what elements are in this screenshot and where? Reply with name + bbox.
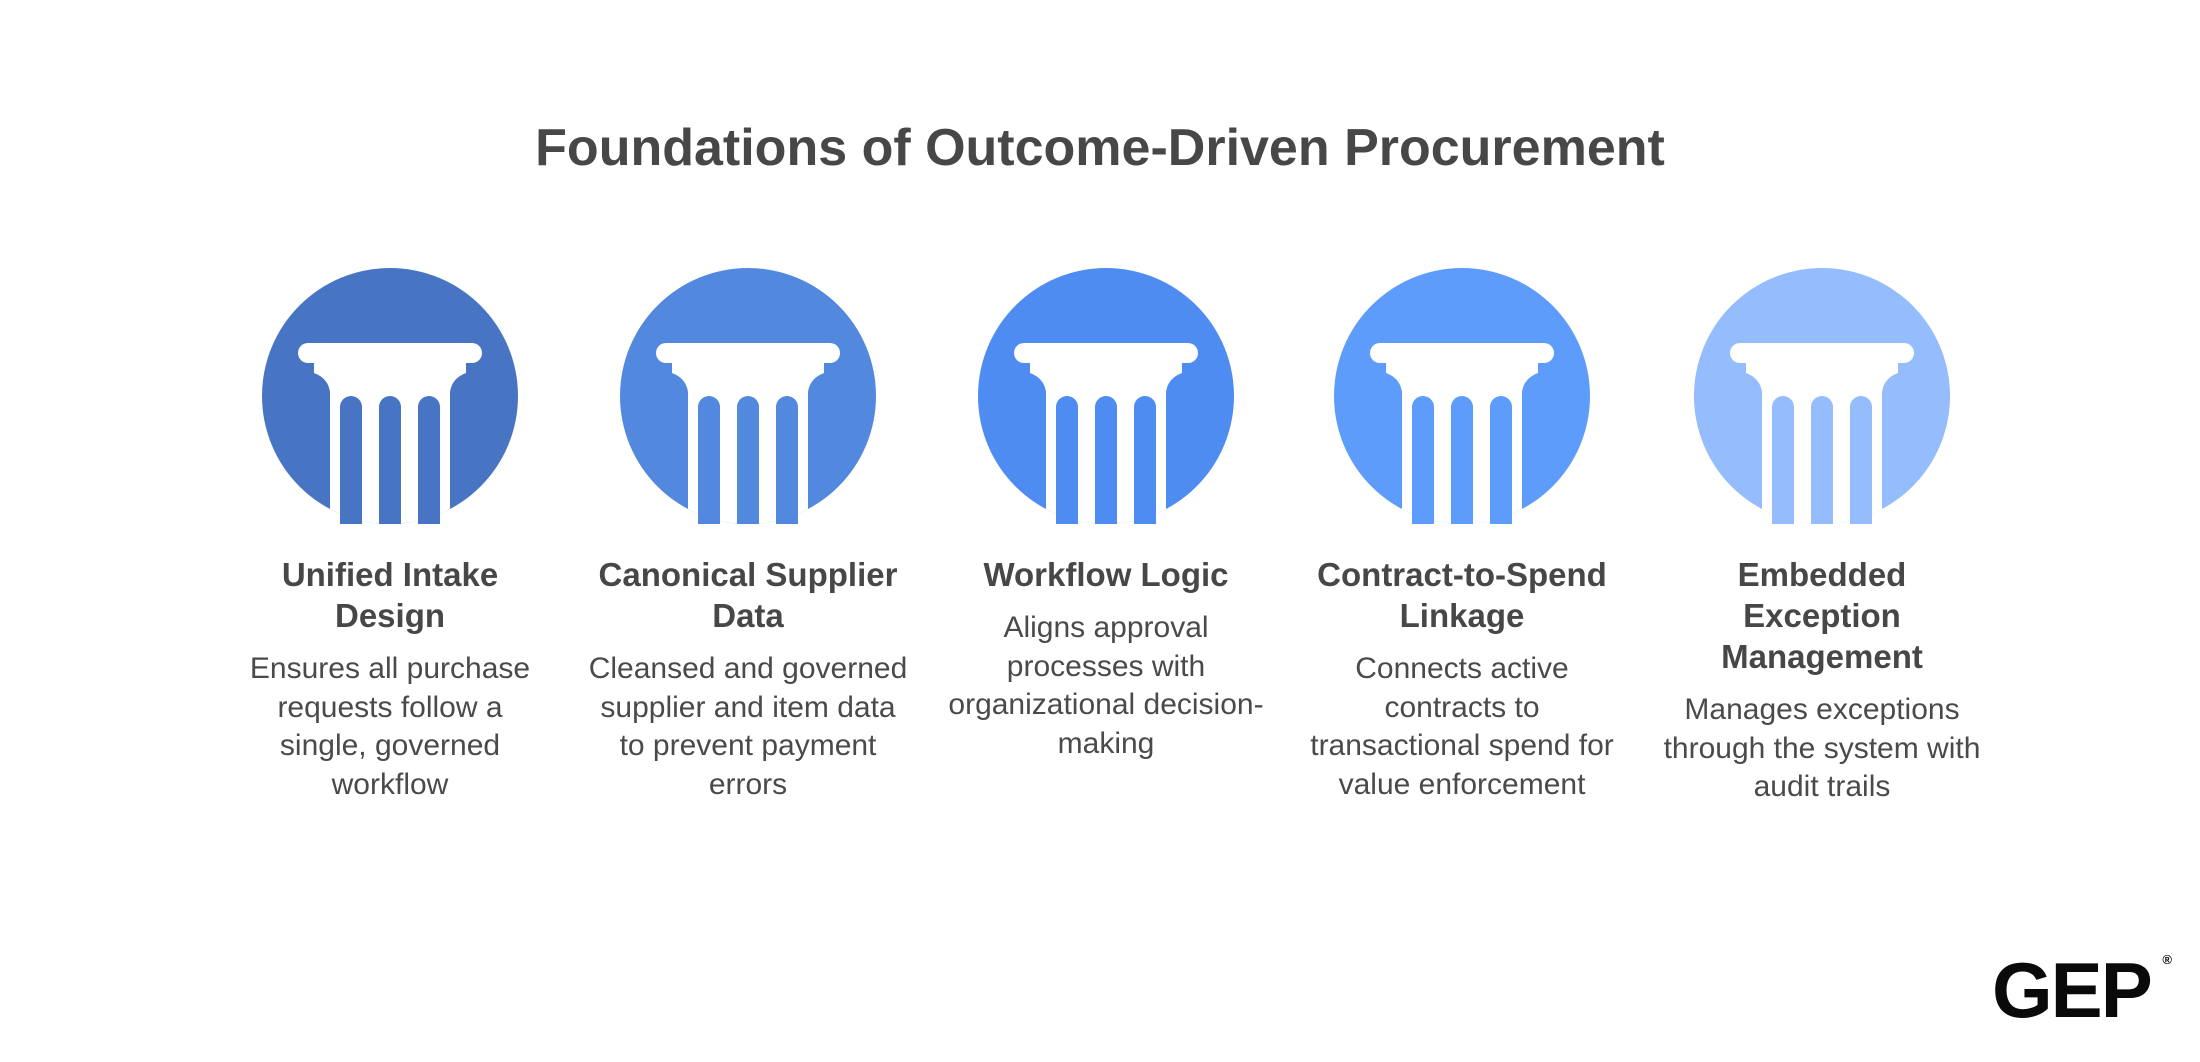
pillar-title: Unified Intake Design [281,556,499,634]
pillar-title: Canonical Supplier Data [598,556,898,634]
pillar-icon [620,268,876,524]
pillar-title: Embedded Exception Management [1721,556,1923,675]
pillar-card-canonical-supplier: Canonical Supplier Data Cleansed and gov… [588,268,908,804]
pillar-icon [1334,268,1590,524]
pillar-description: Connects active contracts to transaction… [1310,652,1614,801]
pillar-description: Aligns approval processes with organizat… [948,611,1264,760]
pillar-title: Workflow Logic [983,556,1229,593]
gep-logo: GEP ® [1992,950,2172,1030]
pillar-description: Ensures all purchase requests follow a s… [249,652,531,801]
pillar-icon [1694,268,1950,524]
pillar-card-contract-to-spend: Contract-to-Spend Linkage Connects activ… [1302,268,1622,804]
registered-mark: ® [2162,952,2172,967]
logo-text: GEP [1992,946,2153,1034]
pillar-description: Cleansed and governed supplier and item … [588,652,908,801]
pillar-card-embedded-exception: Embedded Exception Management Manages ex… [1662,268,1982,807]
pillar-title: Contract-to-Spend Linkage [1317,556,1607,634]
pillar-icon [978,268,1234,524]
page-title: Foundations of Outcome-Driven Procuremen… [535,119,1665,177]
pillar-description: Manages exceptions through the system wi… [1663,693,1981,803]
pillar-card-unified-intake: Unified Intake Design Ensures all purcha… [230,268,550,804]
pillar-icon [262,268,518,524]
pillar-card-workflow-logic: Workflow Logic Aligns approval processes… [946,268,1266,763]
